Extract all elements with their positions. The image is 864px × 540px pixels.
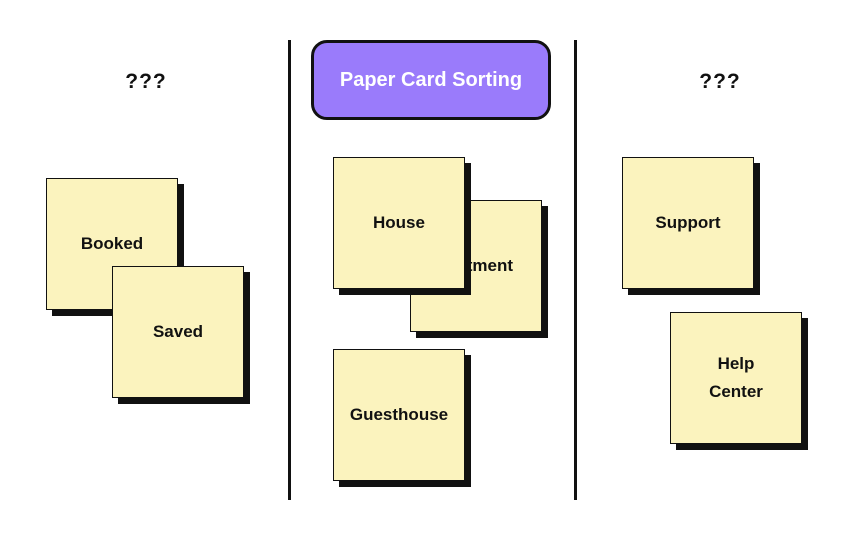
right-column-heading: ??? [699,70,741,93]
sticky-note-label: House [373,213,425,232]
sticky-note-label: Guesthouse [349,405,449,424]
sticky-note-saved[interactable]: Saved [112,266,244,398]
column-divider-left [288,40,291,500]
column-divider-right [574,40,577,500]
sticky-note-guesthouse[interactable]: Guesthouse [333,349,465,481]
sticky-note-label: Support [655,213,721,232]
sticky-note-support[interactable]: Support [622,157,754,289]
sticky-note-help-center[interactable]: Help Center [670,312,802,444]
left-column-heading: ??? [125,70,167,93]
page-title: Paper Card Sorting [311,40,551,120]
sticky-note-label: Saved [152,322,204,341]
sticky-note-label: Help Center [709,354,763,401]
sticky-note-house[interactable]: House [333,157,465,289]
sticky-note-label: Booked [80,234,144,253]
